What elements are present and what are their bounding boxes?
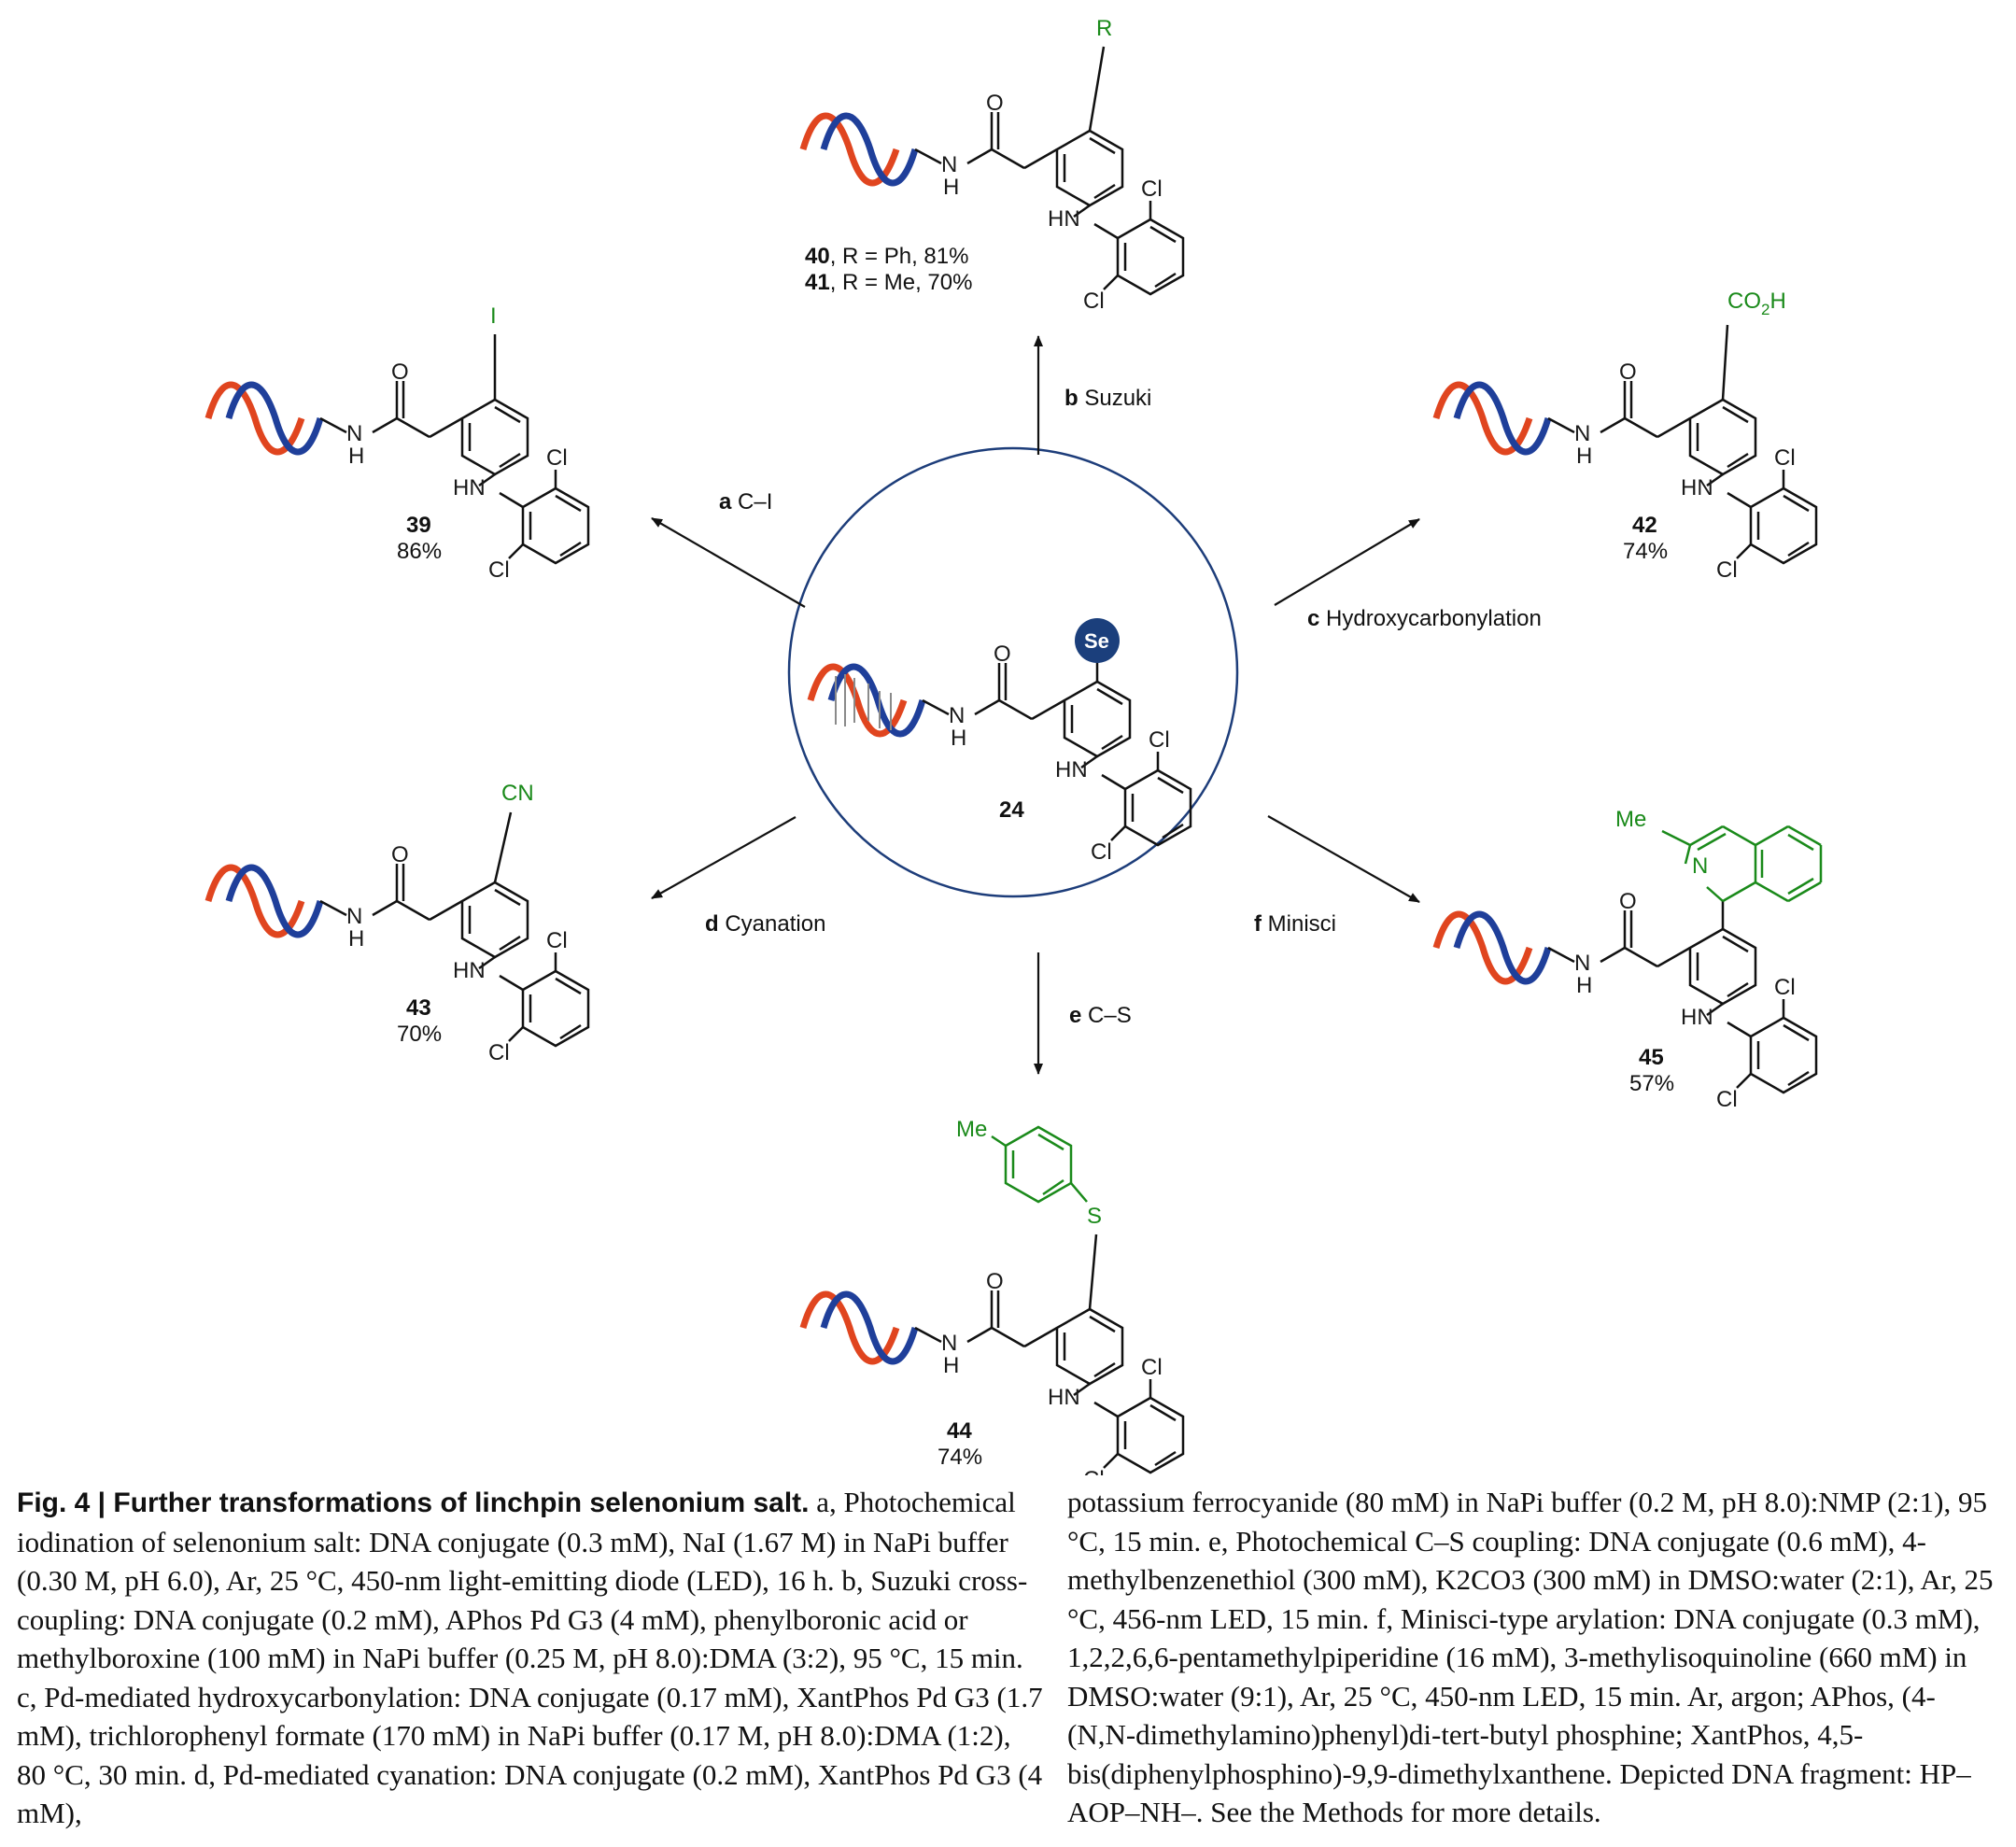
svg-text:Me: Me: [956, 1117, 987, 1142]
caption-text-2: potassium ferrocyanide (80 mM) in NaPi b…: [1067, 1486, 1994, 1828]
label-e: e C–S: [1069, 1003, 1132, 1028]
svg-text:Cl: Cl: [488, 557, 510, 583]
svg-text:HN: HN: [453, 958, 486, 983]
svg-text:N: N: [941, 1331, 957, 1356]
svg-text:S: S: [1087, 1204, 1102, 1229]
isoquinoline-group: [1661, 825, 1823, 903]
svg-text:39: 39: [406, 513, 431, 538]
label-c: c Hydroxycarbonylation: [1307, 606, 1542, 631]
svg-text:O: O: [986, 1269, 1004, 1294]
svg-text:H: H: [943, 175, 959, 200]
svg-text:O: O: [986, 91, 1004, 116]
svg-text:H: H: [943, 1353, 959, 1378]
svg-text:Cl: Cl: [1083, 1467, 1105, 1475]
arrow-d: [651, 816, 797, 899]
svg-text:Cl: Cl: [1716, 557, 1738, 583]
svg-text:Se: Se: [1084, 629, 1109, 653]
svg-text:44: 44: [947, 1418, 972, 1444]
svg-text:42: 42: [1632, 513, 1657, 538]
svg-text:N: N: [941, 152, 957, 177]
svg-text:24: 24: [999, 797, 1024, 823]
svg-text:Cl: Cl: [1141, 1355, 1163, 1380]
caption-column-2: potassium ferrocyanide (80 mM) in NaPi b…: [1067, 1483, 2001, 1838]
label-b: b Suzuki: [1064, 386, 1151, 411]
svg-text:O: O: [391, 360, 409, 385]
svg-text:41, R = Me, 70%: 41, R = Me, 70%: [805, 270, 972, 295]
svg-text:Cl: Cl: [1774, 975, 1796, 1000]
label-a: a C–I: [719, 489, 772, 515]
caption-text-1: a, Photochemical iodination of selenoniu…: [17, 1486, 1043, 1829]
svg-text:Cl: Cl: [1141, 176, 1163, 202]
svg-text:43: 43: [406, 995, 431, 1021]
svg-text:CN: CN: [501, 781, 534, 806]
svg-text:Cl: Cl: [546, 928, 568, 953]
svg-text:Cl: Cl: [546, 445, 568, 471]
arrow-f: [1267, 815, 1420, 903]
svg-text:N: N: [949, 703, 965, 728]
svg-text:Cl: Cl: [1716, 1087, 1738, 1112]
svg-text:Cl: Cl: [1091, 839, 1112, 865]
svg-text:Cl: Cl: [488, 1040, 510, 1065]
svg-text:Cl: Cl: [1149, 727, 1170, 753]
arrow-a: [651, 517, 806, 608]
reaction-scheme: a C–I b Suzuki c Hydroxycarbonylation d …: [204, 16, 1823, 1475]
svg-text:HN: HN: [1048, 1385, 1080, 1410]
arrow-c: [1274, 518, 1420, 606]
svg-text:HN: HN: [1681, 1005, 1713, 1030]
figure-caption: Fig. 4 | Further transformations of linc…: [17, 1483, 2001, 1838]
svg-text:N: N: [346, 904, 362, 929]
svg-text:HN: HN: [1055, 757, 1088, 783]
svg-text:H: H: [951, 726, 966, 751]
svg-text:86%: 86%: [397, 539, 442, 564]
svg-text:O: O: [391, 842, 409, 867]
label-f: f Minisci: [1254, 911, 1336, 937]
dna-icon: [807, 663, 926, 738]
svg-text:CO2H: CO2H: [1727, 289, 1786, 318]
svg-text:57%: 57%: [1629, 1071, 1674, 1096]
reaction-arrows: [651, 335, 1420, 1075]
svg-text:O: O: [1619, 360, 1637, 385]
svg-text:O: O: [1619, 889, 1637, 914]
svg-text:H: H: [348, 444, 364, 469]
svg-text:45: 45: [1639, 1045, 1664, 1070]
svg-text:H: H: [1576, 973, 1592, 998]
svg-text:H: H: [348, 926, 364, 952]
caption-title: Fig. 4 | Further transformations of linc…: [17, 1487, 810, 1518]
svg-text:R: R: [1096, 16, 1112, 41]
svg-text:74%: 74%: [1623, 539, 1668, 564]
svg-text:HN: HN: [1048, 206, 1080, 232]
svg-text:N: N: [1692, 853, 1708, 879]
svg-text:N: N: [1574, 421, 1590, 446]
svg-text:N: N: [1574, 951, 1590, 976]
label-d: d Cyanation: [705, 911, 825, 937]
svg-text:Cl: Cl: [1774, 445, 1796, 471]
se-badge: [1075, 618, 1120, 663]
svg-text:Me: Me: [1615, 807, 1646, 832]
svg-text:O: O: [994, 642, 1011, 667]
reaction-labels: a C–I b Suzuki c Hydroxycarbonylation d …: [705, 386, 1542, 1028]
svg-text:Cl: Cl: [1083, 289, 1105, 314]
svg-text:40, R = Ph, 81%: 40, R = Ph, 81%: [805, 244, 968, 269]
svg-text:HN: HN: [453, 475, 486, 501]
svg-text:HN: HN: [1681, 475, 1713, 501]
center-circle: [787, 446, 1239, 898]
tolyl-group: [991, 1125, 1088, 1204]
svg-text:70%: 70%: [397, 1022, 442, 1047]
svg-text:I: I: [490, 303, 497, 329]
svg-text:74%: 74%: [938, 1445, 982, 1470]
svg-text:H: H: [1576, 444, 1592, 469]
caption-column-1: Fig. 4 | Further transformations of linc…: [17, 1483, 1044, 1838]
svg-text:N: N: [346, 421, 362, 446]
compound-24: N H O HN Cl Cl Se 24: [807, 618, 1192, 865]
